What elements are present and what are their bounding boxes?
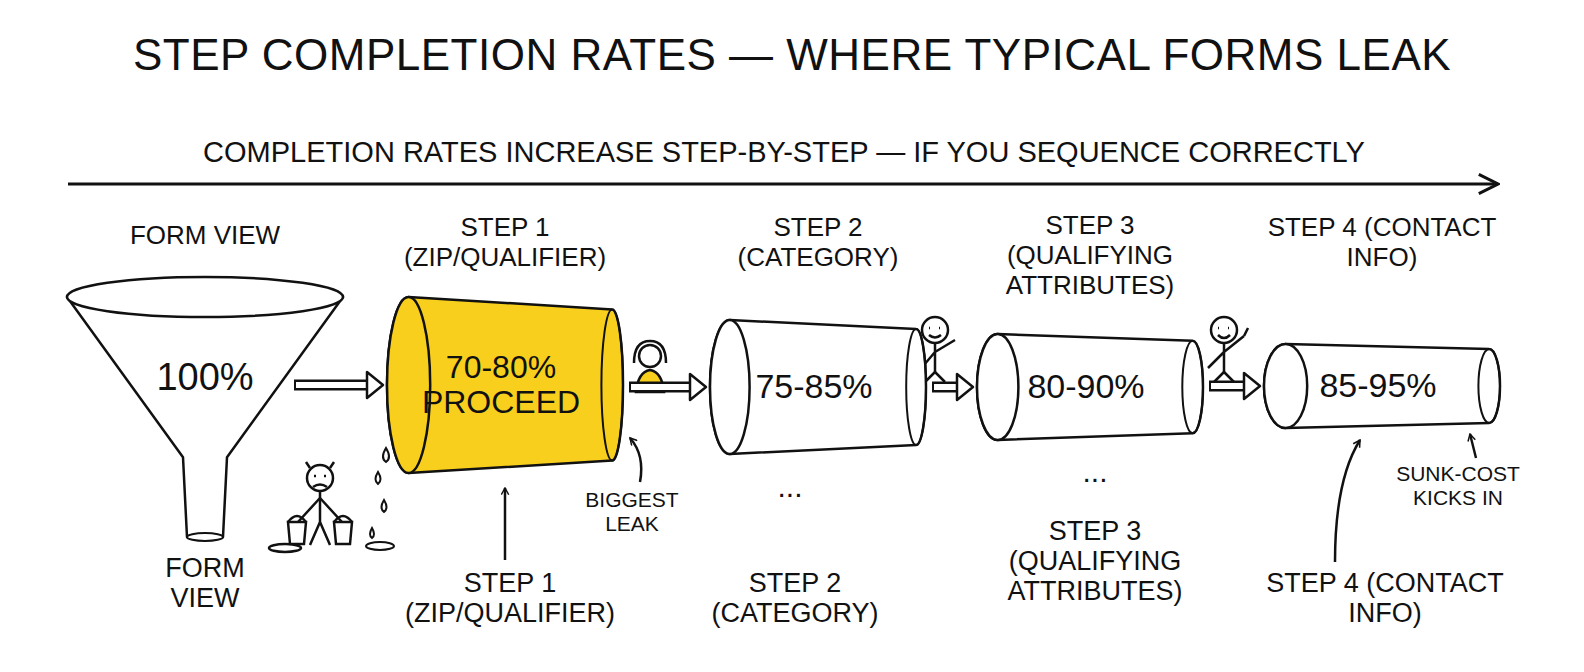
leader-arrow xyxy=(1335,440,1360,562)
flow-arrow xyxy=(294,372,383,398)
annotation-label: STEP 4 (CONTACT INFO) xyxy=(1250,568,1520,628)
leader-arrow xyxy=(504,488,507,560)
completion-rate: 100% xyxy=(105,357,305,399)
subtitle: COMPLETION RATES INCREASE STEP-BY-STEP —… xyxy=(64,136,1504,168)
step-heading: STEP 2 (CATEGORY) xyxy=(708,212,928,272)
step-cylinder: STEP 1 (ZIP/QUALIFIER)70-80% PROCEED xyxy=(385,212,625,475)
diagram-title: STEP COMPLETION RATES — WHERE TYPICAL FO… xyxy=(0,30,1584,80)
sad-person xyxy=(269,462,352,552)
annotation-label: SUNK-COST KICKS IN xyxy=(1378,462,1538,509)
completion-rate: 75-85% xyxy=(734,368,894,405)
annotation-label: ... xyxy=(1055,455,1135,489)
timeline-arrow xyxy=(68,183,1498,186)
annotation-label: STEP 3 (QUALIFYING ATTRIBUTES) xyxy=(975,516,1215,607)
flow-arrow xyxy=(629,374,706,400)
annotation-label: ... xyxy=(750,470,830,504)
step-cylinder: STEP 2 (CATEGORY) 75-85% xyxy=(708,212,928,456)
completion-rate: 80-90% xyxy=(1001,368,1171,405)
funnel-shape: FORM VIEW 100% xyxy=(65,220,345,543)
step-cylinder: STEP 4 (CONTACT INFO)85-95% xyxy=(1262,212,1502,430)
step-cylinder: STEP 3 (QUALIFYING ATTRIBUTES)80-90% xyxy=(975,210,1205,442)
water-drops xyxy=(366,448,394,550)
annotation-label: FORM VIEW xyxy=(130,553,280,613)
funnel-outline xyxy=(65,275,345,543)
step-heading: STEP 4 (CONTACT INFO) xyxy=(1247,212,1517,272)
completion-rate: 70-80% PROCEED xyxy=(416,350,586,420)
person-figure xyxy=(1208,317,1248,382)
step-heading: STEP 1 (ZIP/QUALIFIER) xyxy=(360,212,650,272)
annotation-label: STEP 2 (CATEGORY) xyxy=(685,568,905,628)
leader-arrow xyxy=(630,438,641,482)
leader-arrow xyxy=(1470,434,1476,458)
step-heading: STEP 3 (QUALIFYING ATTRIBUTES) xyxy=(970,210,1210,300)
flow-arrow xyxy=(932,374,973,400)
annotation-label: STEP 1 (ZIP/QUALIFIER) xyxy=(365,568,655,628)
completion-rate: 85-95% xyxy=(1288,367,1468,404)
flow-arrow xyxy=(1209,373,1260,399)
annotation-label: BIGGEST LEAK xyxy=(567,488,697,535)
step-heading: FORM VIEW xyxy=(75,220,335,250)
